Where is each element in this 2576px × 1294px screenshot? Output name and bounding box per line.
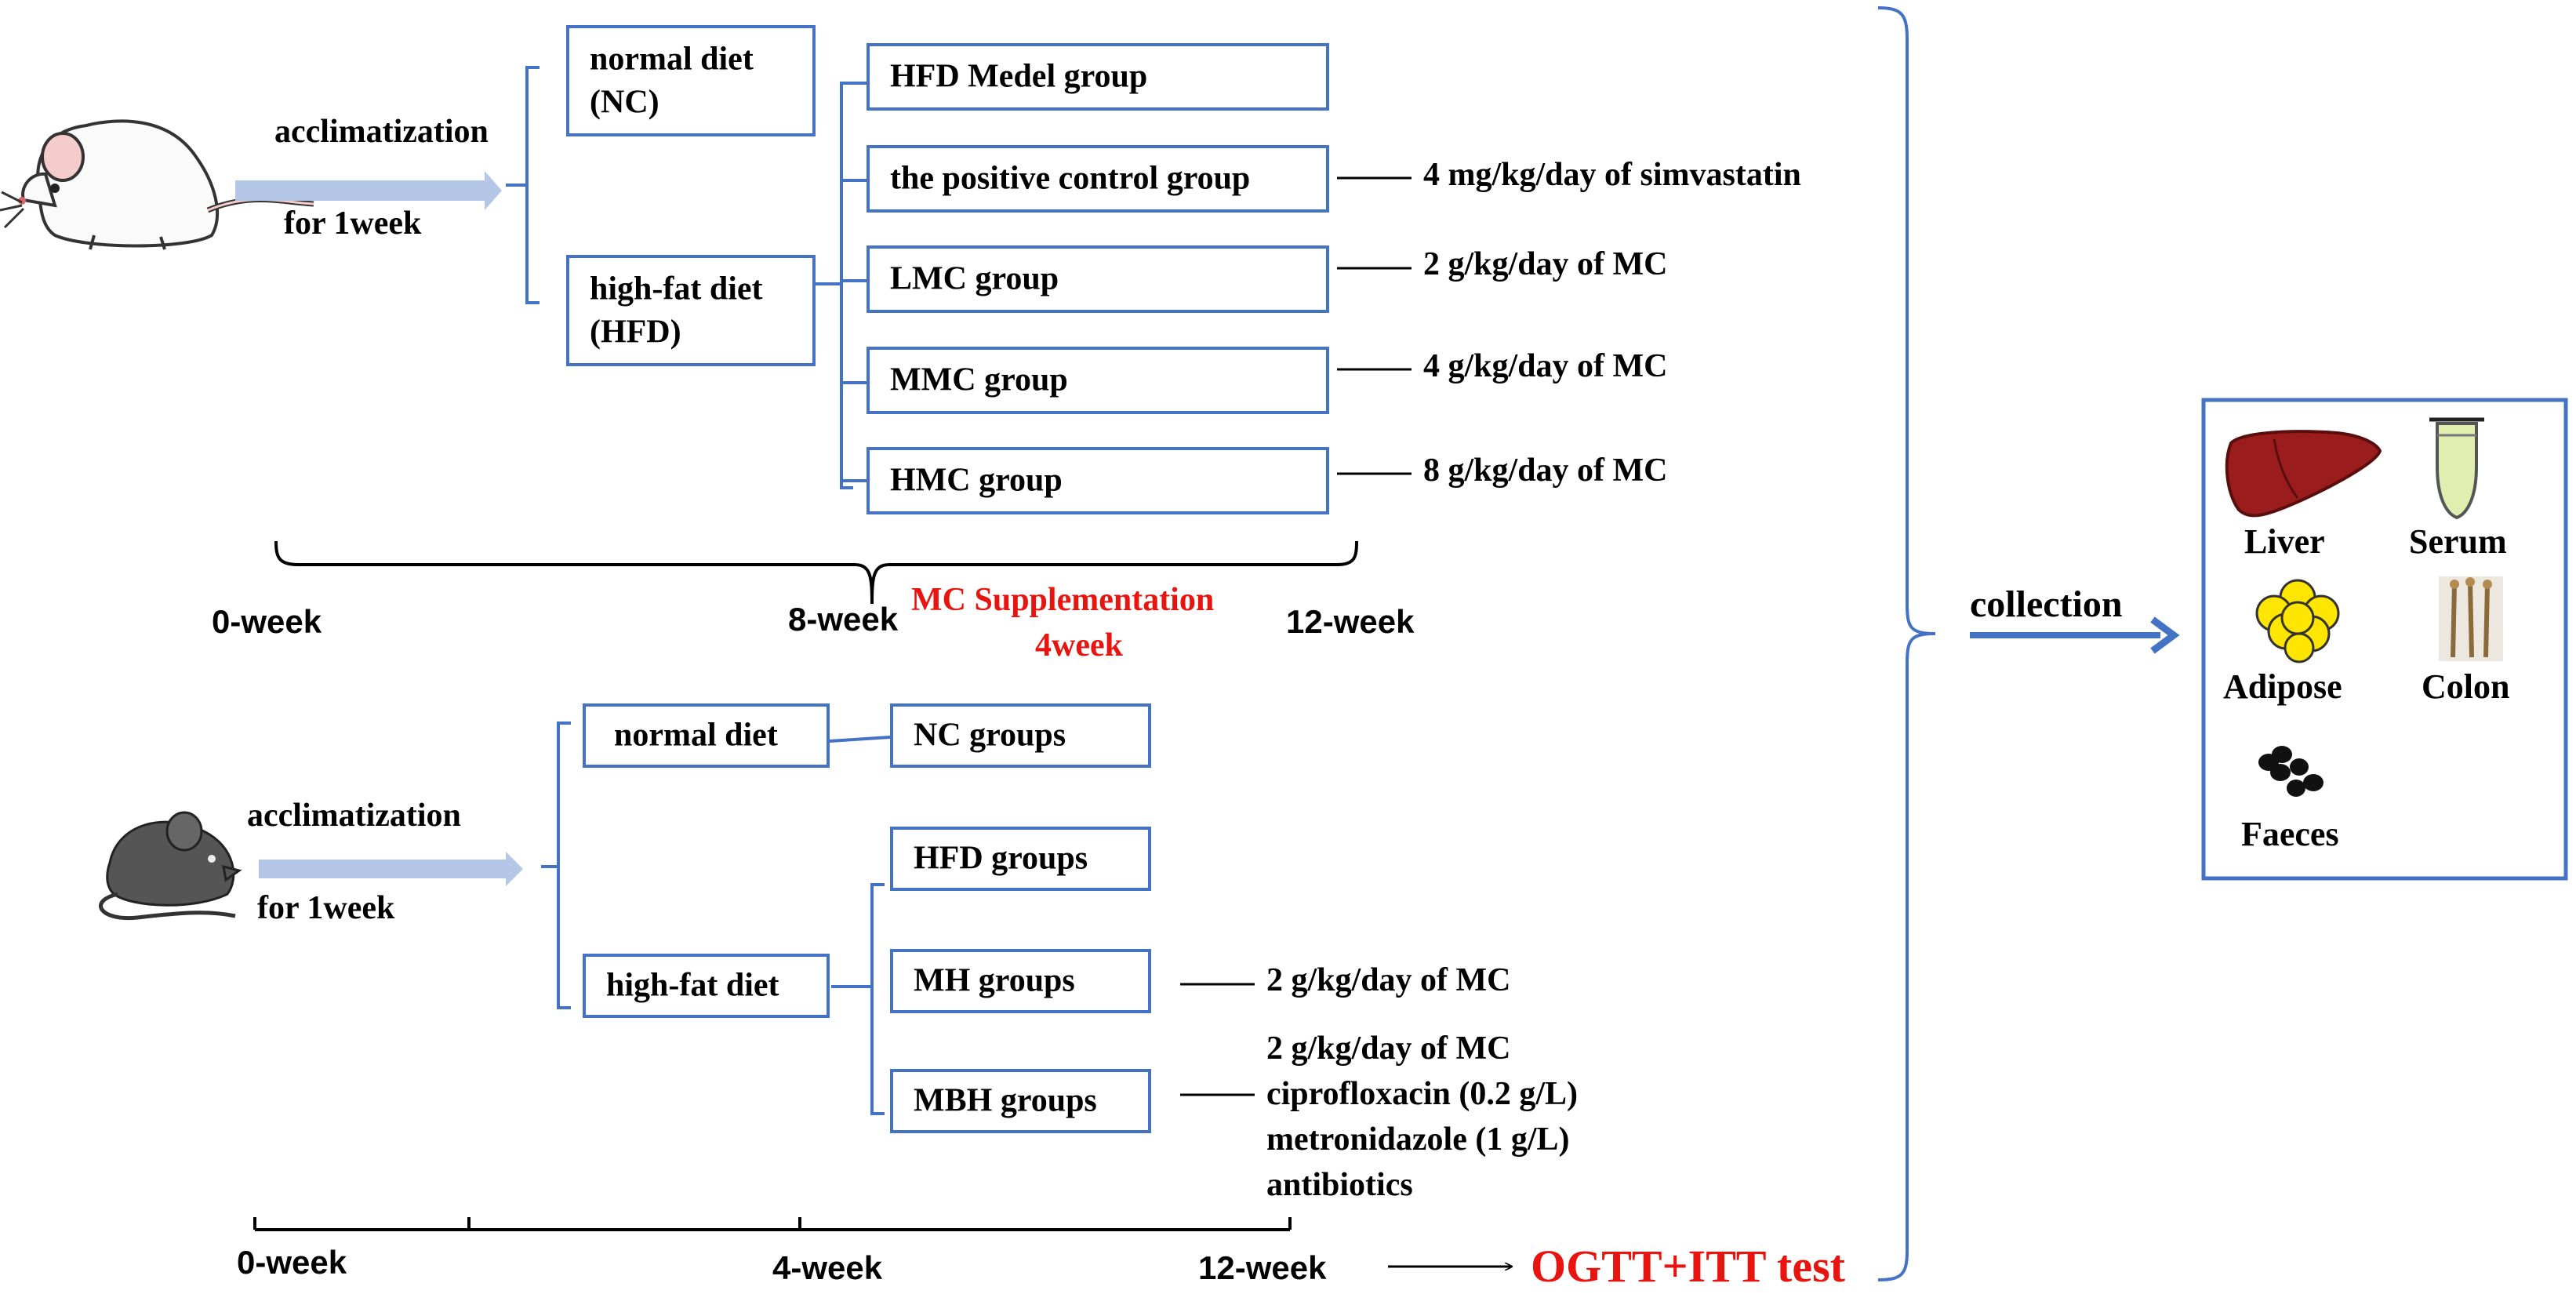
group-box-positive-control: the positive control group: [867, 145, 1329, 213]
hfd-diet-box-1: high-fat diet (HFD): [566, 255, 816, 366]
timeline2-week0: 0-week: [237, 1244, 347, 1281]
group-label-hfd: HFD groups: [914, 840, 1088, 877]
serum-tube-icon: [2429, 417, 2484, 520]
sample-faeces-label: Faeces: [2241, 815, 2339, 853]
normal-diet-abbr-1: (NC): [590, 84, 659, 120]
group-label-mbh: MBH groups: [914, 1082, 1097, 1119]
timeline-brace-1: [274, 540, 1358, 605]
group-bracket-1: [816, 82, 853, 489]
supplementation-duration: 4week: [1035, 627, 1123, 663]
adipose-icon: [2255, 579, 2340, 663]
acclimatization-label-1: acclimatization: [274, 114, 489, 150]
group-label-hmc: HMC group: [890, 462, 1063, 499]
treatment-mbh-line-3: metronidazole (1 g/L): [1266, 1121, 1570, 1158]
collection-label: collection: [1970, 583, 2123, 625]
acclimatization-arrow-2: [259, 852, 523, 886]
supplementation-label: MC Supplementation: [911, 582, 1215, 618]
treatment-mbh-line-4: antibiotics: [1266, 1167, 1413, 1203]
group-box-hmc: HMC group: [867, 447, 1329, 514]
treatment-connector-lines-2: [1180, 983, 1255, 1096]
group-box-lmc: LMC group: [867, 245, 1329, 313]
hfd-diet-label-2: high-fat diet: [606, 967, 779, 1004]
normal-diet-label-2: normal diet: [614, 717, 778, 754]
sample-serum-label: Serum: [2409, 522, 2507, 561]
treatment-mbh-line-1: 2 g/kg/day of MC: [1266, 1030, 1511, 1067]
treatment-mh: 2 g/kg/day of MC: [1266, 962, 1511, 998]
group-bracket-2: [831, 883, 885, 1115]
mouse-icon: [99, 811, 242, 921]
timeline1-week8: 8-week: [788, 601, 899, 638]
treatment-connector-lines-1: [1337, 176, 1412, 475]
faeces-icon: [2258, 746, 2323, 797]
group-label-nc: NC groups: [914, 717, 1066, 754]
acclimatization-label-2: acclimatization: [247, 798, 461, 834]
hfd-diet-box-2: high-fat diet: [583, 954, 830, 1018]
group-label-hfd-model: HFD Medel group: [890, 58, 1148, 95]
hfd-diet-label-1: high-fat diet: [590, 271, 763, 307]
group-label-positive-control: the positive control group: [890, 160, 1251, 197]
timeline2-week4: 4-week: [772, 1249, 883, 1286]
group-box-mmc: MMC group: [867, 347, 1329, 414]
treatment-simvastatin: 4 mg/kg/day of simvastatin: [1423, 157, 1801, 193]
group-box-hfd-model: HFD Medel group: [867, 43, 1329, 111]
group-label-mh: MH groups: [914, 962, 1075, 999]
sample-liver-label: Liver: [2244, 522, 2325, 561]
normal-diet-label-1: normal diet: [590, 41, 754, 78]
group-box-mh: MH groups: [890, 949, 1151, 1013]
group-label-mmc: MMC group: [890, 362, 1068, 398]
group-label-lmc: LMC group: [890, 260, 1059, 297]
liver-icon: [2225, 430, 2382, 518]
for-1week-label-2: for 1week: [257, 890, 395, 926]
timeline-2: [253, 1217, 1292, 1231]
treatment-mmc: 4 g/kg/day of MC: [1423, 348, 1668, 384]
group-box-mbh: MBH groups: [890, 1069, 1151, 1133]
collection-bracket: [1877, 6, 1936, 1281]
treatment-lmc: 2 g/kg/day of MC: [1423, 246, 1668, 282]
group-box-hfd: HFD groups: [890, 827, 1151, 891]
nc-connector-line: [829, 736, 891, 743]
treatment-mbh: 2 g/kg/day of MC ciprofloxacin (0.2 g/L)…: [1266, 1026, 1578, 1208]
group-branch-lines: [841, 82, 867, 482]
ogtt-itt-test-label: OGTT+ITT test: [1531, 1241, 1845, 1292]
treatment-hmc: 8 g/kg/day of MC: [1423, 453, 1668, 489]
treatment-mbh-line-2: ciprofloxacin (0.2 g/L): [1266, 1076, 1579, 1112]
sample-adipose-label: Adipose: [2223, 667, 2342, 706]
diet-bracket-2: [541, 722, 571, 1009]
timeline1-week12: 12-week: [1286, 603, 1415, 640]
hfd-diet-abbr-1: (HFD): [590, 314, 681, 350]
acclimatization-arrow-1: [235, 171, 502, 210]
timeline1-week0: 0-week: [212, 603, 322, 640]
timeline2-week12: 12-week: [1198, 1249, 1327, 1286]
normal-diet-box-1: normal diet (NC): [566, 25, 816, 136]
colon-icon: [2439, 576, 2503, 661]
sample-colon-label: Colon: [2422, 667, 2510, 706]
rat-icon: [0, 119, 314, 250]
normal-diet-box-2: normal diet: [583, 703, 830, 768]
diet-bracket-1: [506, 66, 540, 304]
for-1week-label-1: for 1week: [284, 205, 422, 242]
group-box-nc: NC groups: [890, 703, 1151, 768]
collection-arrow: [1970, 616, 2180, 654]
